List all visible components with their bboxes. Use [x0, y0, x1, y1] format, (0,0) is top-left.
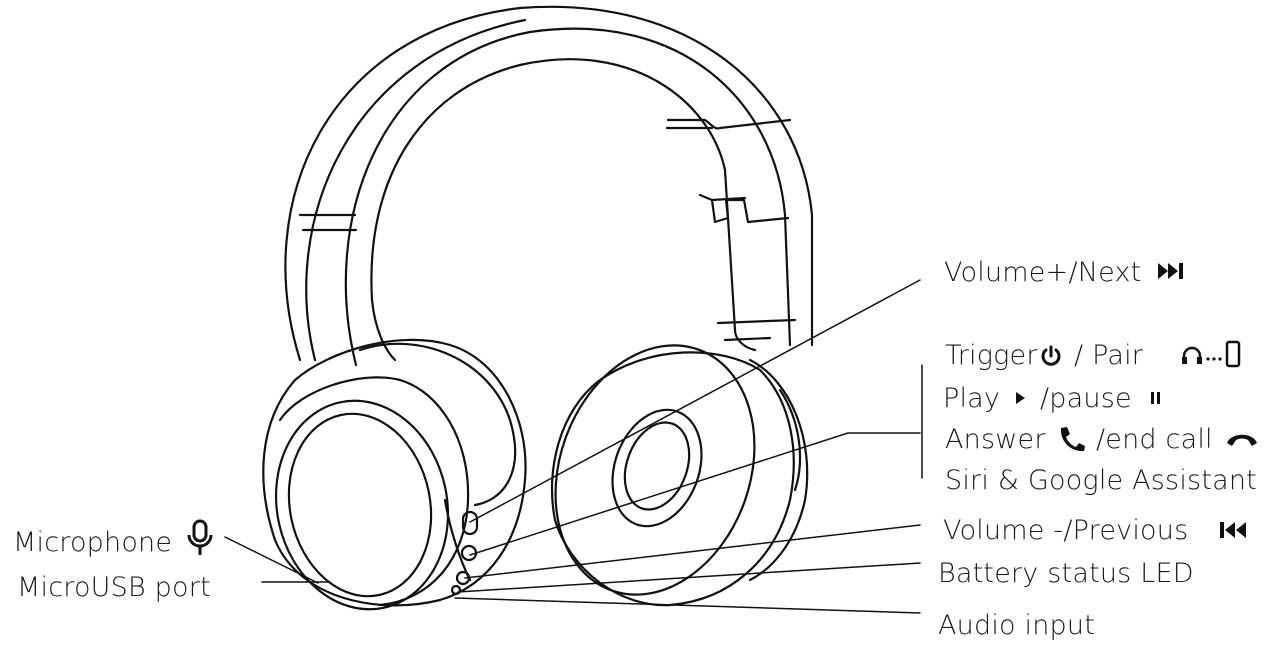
pause-icon [1151, 392, 1160, 404]
trigger-label: Trigger [945, 340, 1038, 371]
next-track-icon [1158, 263, 1183, 279]
phone-hangup-icon [1227, 434, 1257, 446]
pair-label: / Pair [1074, 340, 1144, 371]
power-icon [1041, 345, 1061, 366]
previous-track-icon [1220, 522, 1246, 538]
pause-label: /pause [1040, 383, 1132, 414]
headphone-to-phone-icon [1182, 340, 1241, 368]
assistant-label: Siri & Google Assistant [945, 465, 1257, 496]
play-label: Play [943, 383, 1001, 414]
volume-next-label: Volume+/Next [944, 257, 1142, 288]
microusb-label: MicroUSB port [17, 572, 211, 603]
leader-lines [224, 279, 923, 614]
left-earcup [262, 338, 527, 611]
answer-label: Answer [945, 424, 1046, 455]
end-call-label: /end call [1096, 424, 1213, 455]
volume-previous-label: Volume -/Previous [943, 515, 1189, 546]
microphone-icon [187, 519, 213, 555]
phone-answer-icon [1060, 427, 1085, 452]
audio-input-label: Audio input [938, 610, 1095, 641]
headband [284, 5, 814, 367]
left-cup-buttons [450, 510, 479, 596]
microphone-label: Microphone [13, 527, 173, 558]
play-icon [1016, 392, 1025, 404]
battery-led-label: Battery status LED [938, 558, 1194, 589]
